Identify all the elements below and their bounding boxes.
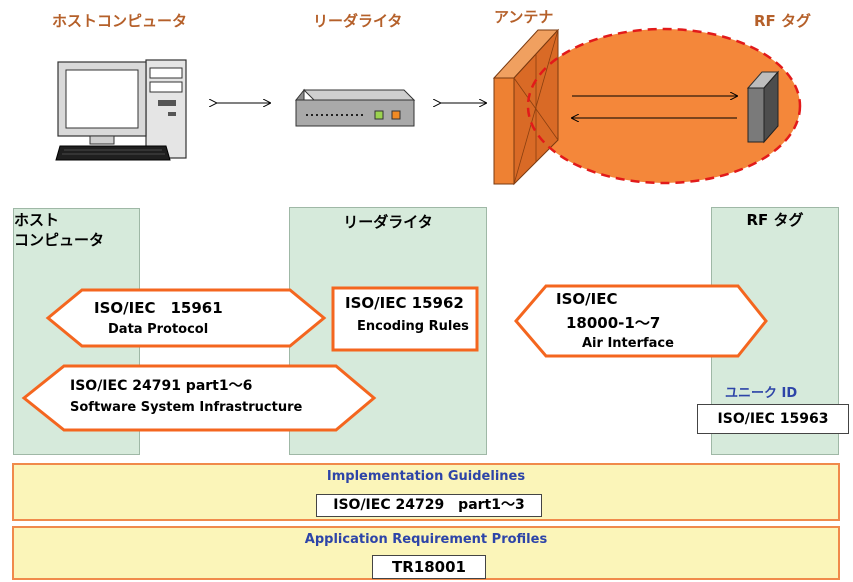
rf-tag-panel-title: RF タグ	[746, 211, 804, 229]
reader-writer-label: リーダライタ	[313, 12, 403, 30]
antenna-illustration	[492, 28, 560, 186]
implementation-guidelines-band: Implementation Guidelines ISO/IEC 24729 …	[12, 463, 840, 521]
iso15962-subtitle: Encoding Rules	[357, 319, 469, 334]
application-requirement-title: Application Requirement Profiles	[304, 532, 548, 547]
host-computer-label: ホストコンピュータ	[52, 12, 188, 30]
unique-id-label: ユニーク ID	[725, 386, 798, 401]
iso15963-box: ISO/IEC 15963	[697, 404, 849, 434]
iso15961-arrow-shape	[45, 288, 327, 348]
iso18000-title: ISO/IEC	[556, 290, 618, 308]
host-computer-panel-title: ホスト コンピュータ	[14, 211, 105, 249]
radio-field	[528, 29, 800, 183]
iso24791-title: ISO/IEC 24791 part1～6	[70, 378, 253, 394]
iso15962-title: ISO/IEC 15962	[345, 294, 464, 312]
reader-writer-illustration	[294, 88, 416, 127]
radio-field-outline	[526, 27, 802, 185]
iso18000-subtitle: Air Interface	[582, 336, 674, 351]
iso24791-subtitle: Software System Infrastructure	[70, 400, 303, 415]
rf-tag-label: RF タグ	[754, 12, 812, 30]
iso15961-title: ISO/IEC 15961	[94, 299, 223, 317]
iso24729-box: ISO/IEC 24729 part1～3	[316, 494, 542, 517]
iso18000-arrow-shape	[514, 284, 768, 358]
iso24791-arrow-shape	[21, 364, 377, 432]
implementation-guidelines-title: Implementation Guidelines	[326, 469, 526, 484]
host-computer-illustration	[55, 59, 187, 161]
rf-tag-illustration	[746, 70, 780, 144]
antenna-label: アンテナ	[494, 8, 554, 26]
iso15962-box-shape	[331, 286, 479, 352]
iso15961-subtitle: Data Protocol	[108, 322, 209, 337]
iso18000-range: 18000-1～7	[566, 314, 661, 332]
tr18001-box: TR18001	[372, 555, 486, 579]
reader-writer-panel-title: リーダライタ	[343, 213, 433, 231]
application-requirement-band: Application Requirement Profiles TR18001	[12, 526, 840, 580]
